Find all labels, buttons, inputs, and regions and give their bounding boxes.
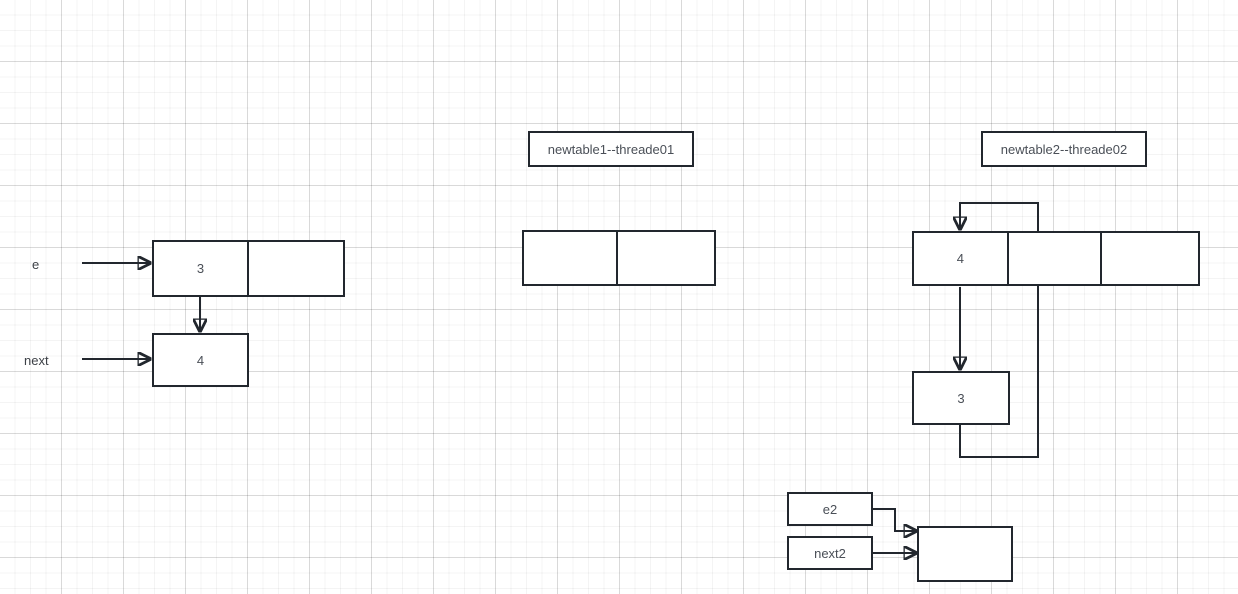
newtable2-row[interactable]: 4 — [912, 231, 1200, 286]
newtable1-label-box[interactable]: newtable1--threade01 — [528, 131, 694, 167]
label-next: next — [24, 353, 49, 368]
left-next-node[interactable]: 4 — [152, 333, 249, 387]
newtable1-cell-0 — [524, 232, 619, 284]
newtable2-cell-2 — [1102, 233, 1198, 284]
e2-target-empty-node[interactable] — [917, 526, 1013, 582]
newtable2-cell-1 — [1009, 233, 1103, 284]
newtable2-label-box[interactable]: newtable2--threade02 — [981, 131, 1147, 167]
newtable2-cell-0: 4 — [914, 233, 1009, 284]
left-head-node-value: 3 — [154, 242, 250, 295]
newtable1-row[interactable] — [522, 230, 716, 286]
e2-box[interactable]: e2 — [787, 492, 873, 526]
newtable1-cell-1 — [618, 232, 714, 284]
left-head-node-row[interactable]: 3 — [152, 240, 345, 297]
next2-box[interactable]: next2 — [787, 536, 873, 570]
right-node-3[interactable]: 3 — [912, 371, 1010, 425]
edge-e2-to-empty-node — [873, 508, 916, 531]
label-e: e — [32, 257, 40, 272]
left-head-node-pointer — [249, 242, 343, 295]
